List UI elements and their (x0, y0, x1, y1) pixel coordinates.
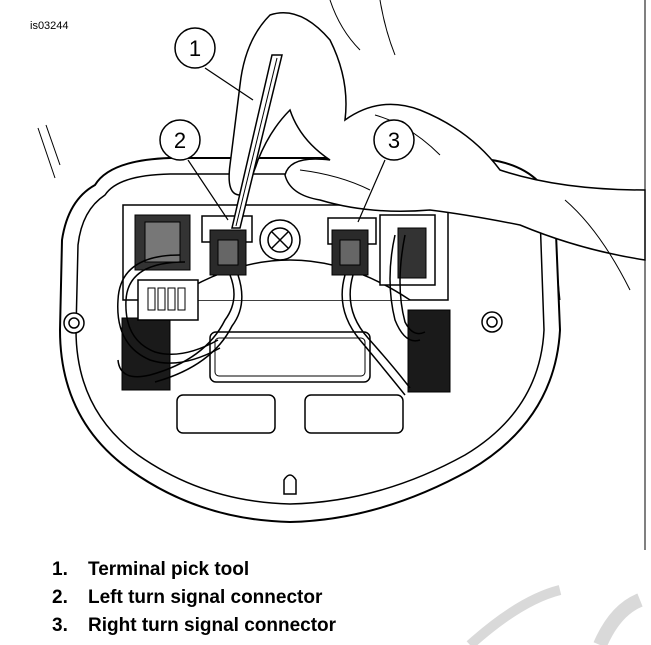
legend-label: Left turn signal connector (88, 587, 323, 608)
figure-id: is03244 (30, 20, 69, 32)
legend-number: 2. (52, 587, 68, 608)
left-mount-screw (63, 312, 85, 334)
headlamp-housing-illustration: 1 2 3 (37, 0, 646, 550)
aim-adjuster-screw (259, 219, 301, 261)
callout-2: 2 (159, 119, 229, 221)
legend-list: 1. Terminal pick tool 2. Left turn signa… (52, 556, 336, 640)
svg-text:1: 1 (189, 36, 201, 61)
right-turn-signal-connector (327, 217, 377, 276)
svg-text:3: 3 (388, 128, 400, 153)
callout-3: 3 (357, 119, 415, 223)
svg-text:2: 2 (174, 128, 186, 153)
left-turn-signal-connector (201, 215, 253, 276)
right-mount-screw (481, 311, 503, 333)
legend-item: 3. Right turn signal connector (52, 612, 336, 640)
callout-1: 1 (174, 27, 254, 101)
terminal-pick-tool (231, 54, 283, 229)
legend-label: Terminal pick tool (88, 559, 250, 580)
legend-number: 1. (52, 559, 68, 580)
legend-item: 1. Terminal pick tool (52, 556, 336, 584)
legend-label: Right turn signal connector (88, 615, 337, 636)
legend-item: 2. Left turn signal connector (52, 584, 336, 612)
legend-number: 3. (52, 615, 68, 636)
